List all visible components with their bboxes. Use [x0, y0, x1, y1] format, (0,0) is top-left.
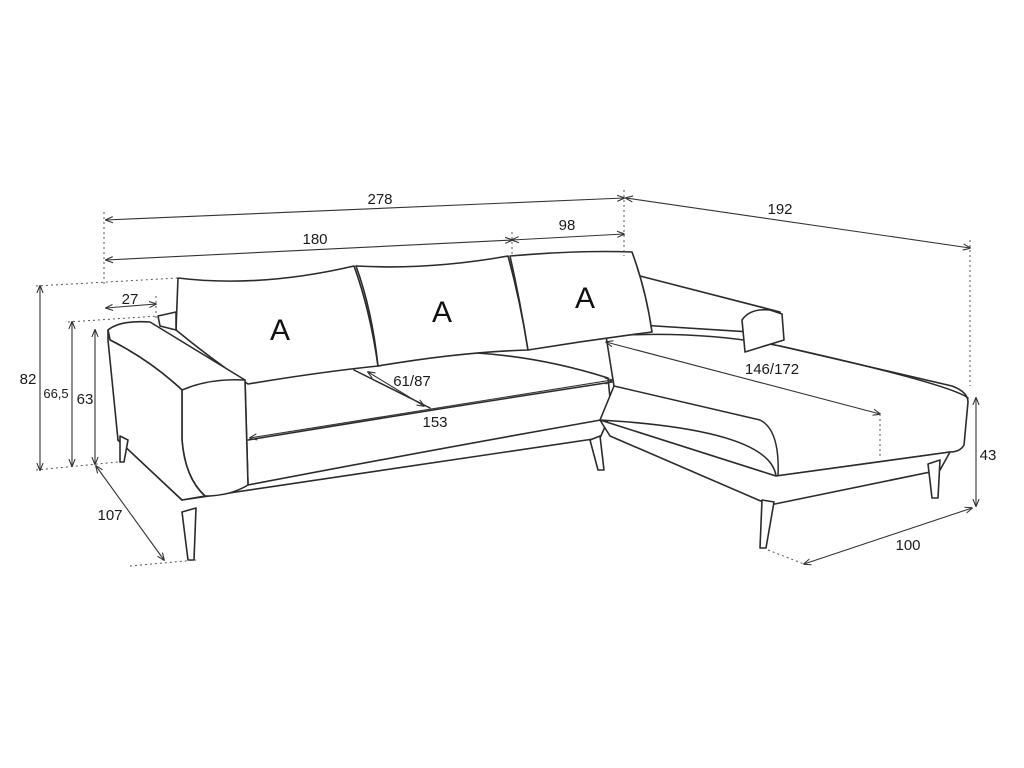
dim-main-width: 180	[302, 231, 327, 248]
leg-back-left	[119, 435, 129, 463]
dim-total-width: 278	[367, 191, 392, 208]
back-cushion-3	[509, 250, 653, 351]
dim-chaise-length: 146/172	[745, 361, 799, 378]
cushion-label-3: A	[575, 282, 595, 315]
dim-corner-depth: 192	[767, 201, 792, 218]
leg-middle	[589, 435, 605, 471]
leg-chaise-front	[759, 499, 775, 549]
dim-seat-width: 153	[422, 414, 447, 431]
dim-chaise-height: 43	[980, 447, 997, 464]
left-armrest-side	[107, 329, 206, 501]
dim-depth: 107	[97, 507, 122, 524]
leg-front-left	[181, 507, 197, 561]
left-armrest-top	[157, 311, 177, 331]
dim-chaise-depth: 100	[895, 537, 920, 554]
dim-armrest-width: 27	[122, 291, 139, 308]
dim-seat-back-height: 66,5	[43, 386, 68, 401]
leg-chaise-back	[927, 459, 941, 499]
dim-seat-depth: 61/87	[393, 373, 431, 390]
cushion-label-1: A	[270, 314, 290, 347]
dim-total-height: 82	[20, 371, 37, 388]
dimension-lines	[35, 190, 976, 567]
dim-chaise-width: 98	[559, 217, 576, 234]
sofa: A A A	[107, 250, 969, 561]
cushion-label-2: A	[432, 296, 452, 329]
dimension-labels: 278 192 180 98 27 82 66,5 63 61/87 153 1…	[20, 191, 997, 554]
dim-armrest-height: 63	[77, 391, 94, 408]
